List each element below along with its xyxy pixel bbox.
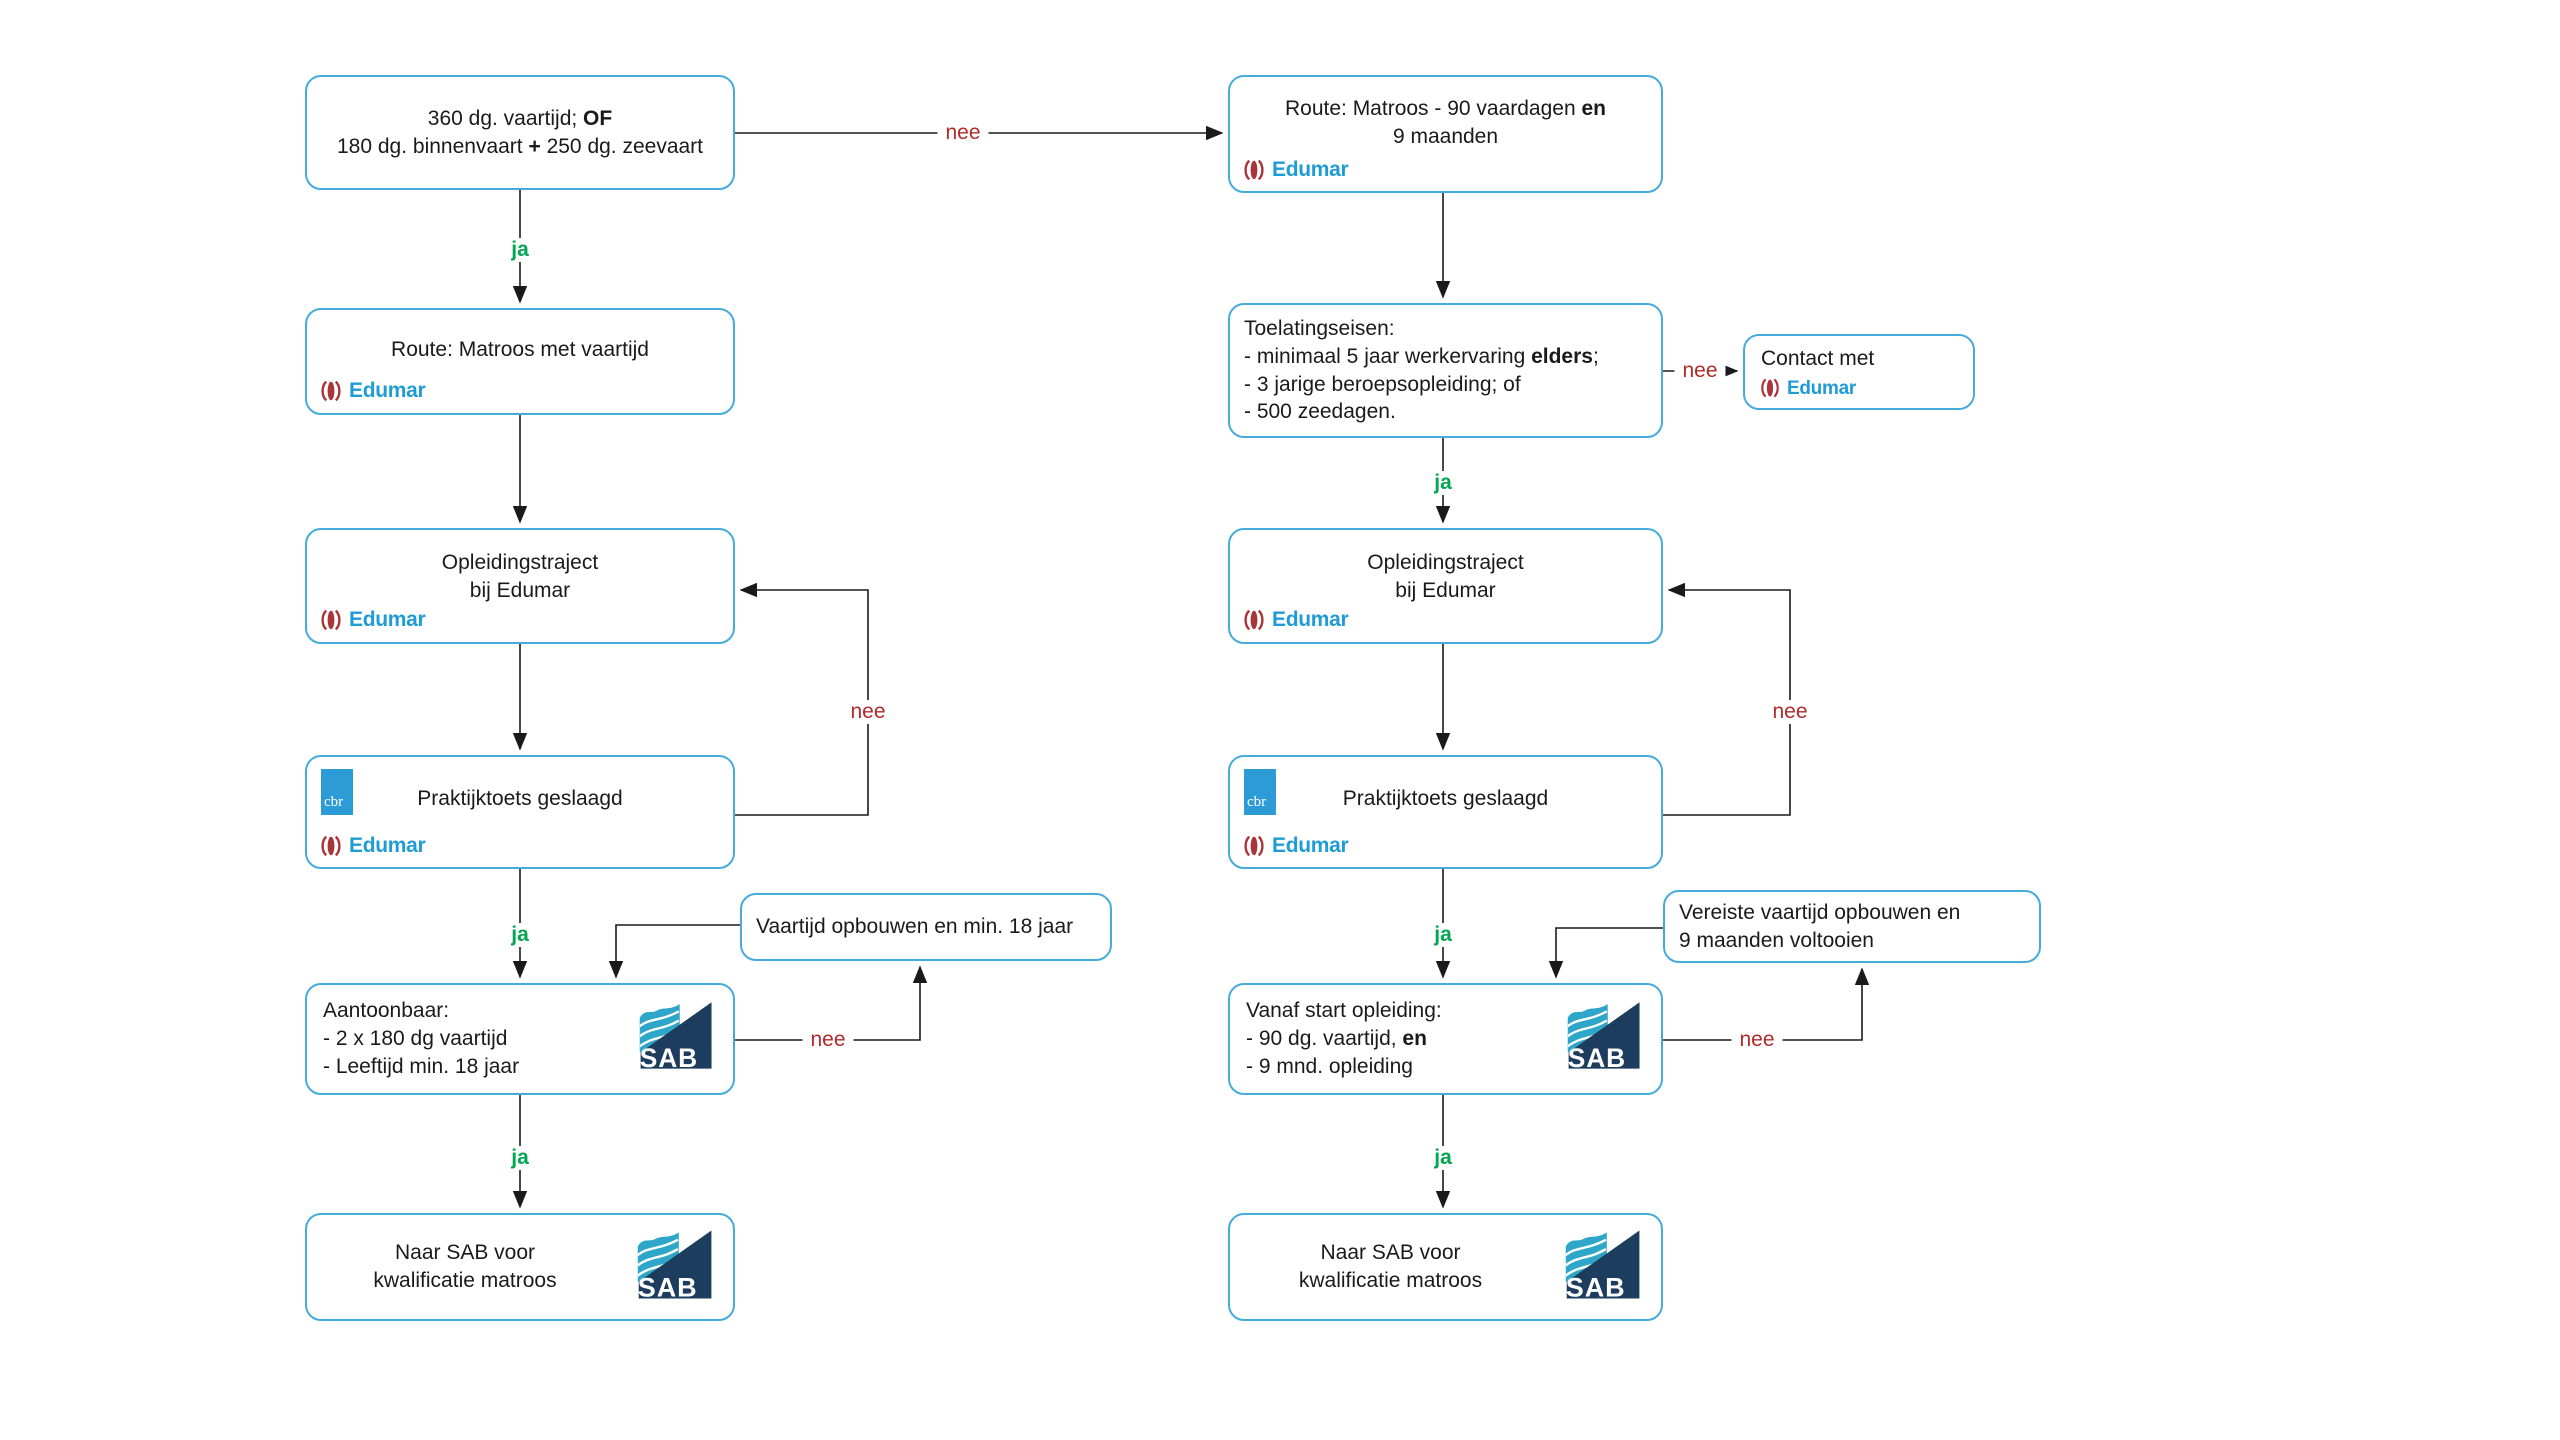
node-text-line: Toelatingseisen: — [1244, 317, 1395, 341]
node-text-line: kwalificatie matroos — [373, 1269, 557, 1292]
node-text-line: - minimaal 5 jaar werkervaring elders; — [1244, 344, 1599, 368]
node-start-requirements: 360 dg. vaartijd; OF 180 dg. binnenvaart… — [305, 75, 735, 190]
node-text-line: Aantoonbaar: — [323, 999, 450, 1023]
node-text-line: kwalificatie matroos — [1298, 1269, 1483, 1292]
svg-text:SAB: SAB — [640, 1043, 698, 1071]
edge-label-nee-sab-left: nee — [802, 1028, 854, 1052]
node-vanaf-start-opleiding: Vanaf start opleiding: - 90 dg. vaartijd… — [1228, 983, 1663, 1095]
node-text-line: 180 dg. binnenvaart + 250 dg. zeevaart — [336, 134, 704, 158]
sab-logo: SAB — [1563, 1227, 1645, 1309]
edge-label-nee-top: nee — [937, 121, 989, 145]
cbr-wordmark: cbr — [1247, 794, 1267, 811]
node-text-line: Vereiste vaartijd opbouwen en — [1679, 900, 1961, 924]
edge-label-ja-final-right: ja — [1426, 1146, 1460, 1170]
node-toelatingseisen: Toelatingseisen: - minimaal 5 jaar werke… — [1228, 303, 1663, 438]
sab-logo: SAB — [635, 1227, 717, 1309]
edge-label-ja-toelating: ja — [1426, 471, 1460, 495]
node-aantoonbaar: Aantoonbaar: - 2 x 180 dg vaartijd - Lee… — [305, 983, 735, 1095]
node-text-line: bij Edumar — [1395, 579, 1496, 602]
node-opleidingstraject-left: Opleidingstraject bij Edumar Edumar — [305, 528, 735, 644]
sab-logo: SAB — [1565, 999, 1645, 1079]
edumar-icon — [321, 609, 341, 631]
edumar-icon — [1244, 835, 1264, 857]
svg-text:SAB: SAB — [1566, 1273, 1626, 1301]
node-text-line: 360 dg. vaartijd; OF — [427, 106, 613, 130]
node-contact-edumar: Contact met Edumar — [1743, 334, 1975, 410]
edumar-wordmark: Edumar — [349, 379, 426, 403]
node-text-line: - Leeftijd min. 18 jaar — [323, 1054, 520, 1078]
edge-label-ja-praktijk-left: ja — [503, 923, 537, 947]
node-naar-sab-left: Naar SAB voor kwalificatie matroos SAB — [305, 1213, 735, 1321]
node-text-line: Contact met — [1761, 347, 1875, 371]
node-vaartijd-opbouwen: Vaartijd opbouwen en min. 18 jaar — [740, 893, 1112, 961]
edumar-wordmark: Edumar — [1272, 834, 1349, 858]
node-text-line: 9 maanden — [1392, 125, 1499, 148]
edge-label-ja-final-left: ja — [503, 1146, 537, 1170]
edumar-icon — [321, 380, 341, 402]
node-text-line: - 3 jarige beroepsopleiding; of — [1244, 372, 1521, 396]
node-text-line: Route: Matroos - 90 vaardagen en — [1284, 97, 1607, 121]
cbr-logo: cbr — [321, 769, 353, 815]
node-text-line: Route: Matroos met vaartijd — [391, 337, 649, 361]
edumar-icon — [321, 835, 341, 857]
edge-label-ja-start-left: ja — [503, 238, 537, 262]
node-text-line: Praktijktoets geslaagd — [417, 787, 623, 811]
edumar-wordmark: Edumar — [349, 608, 426, 632]
sab-icon: SAB — [637, 1230, 712, 1303]
edumar-wordmark: Edumar — [349, 834, 426, 858]
node-opleidingstraject-right: Opleidingstraject bij Edumar Edumar — [1228, 528, 1663, 644]
edumar-logo: Edumar — [1242, 832, 1349, 860]
edumar-logo: Edumar — [1242, 606, 1349, 634]
node-text-line: Praktijktoets geslaagd — [1342, 787, 1549, 811]
edumar-logo: Edumar — [1759, 376, 1856, 401]
edumar-icon — [1244, 609, 1264, 631]
edge-label-nee-sab-right: nee — [1731, 1028, 1783, 1052]
node-text-line: - 500 zeedagen. — [1244, 400, 1396, 424]
edumar-icon — [1761, 379, 1779, 398]
edge-label-nee-loop-left: nee — [842, 700, 894, 724]
sab-logo: SAB — [637, 999, 717, 1079]
node-text-line: Vaartijd opbouwen en min. 18 jaar — [756, 915, 1074, 939]
edumar-wordmark: Edumar — [1272, 158, 1349, 182]
node-text-line: Opleidingstraject — [441, 551, 599, 575]
node-naar-sab-right: Naar SAB voor kwalificatie matroos SAB — [1228, 1213, 1663, 1321]
sab-icon: SAB — [639, 1002, 712, 1073]
cbr-logo: cbr — [1244, 769, 1276, 815]
sab-icon: SAB — [1565, 1230, 1640, 1303]
edumar-logo: Edumar — [319, 832, 426, 860]
node-text-line: - 2 x 180 dg vaartijd — [323, 1027, 508, 1051]
node-text-line: Vanaf start opleiding: — [1246, 999, 1442, 1023]
edumar-wordmark: Edumar — [1787, 377, 1856, 399]
edge-label-nee-contact: nee — [1674, 359, 1726, 383]
edge-label-nee-loop-right: nee — [1764, 700, 1816, 724]
node-route-matroos-vaardagen: Route: Matroos - 90 vaardagen en 9 maand… — [1228, 75, 1663, 193]
svg-text:SAB: SAB — [638, 1273, 698, 1301]
node-praktijktoets-right: Praktijktoets geslaagd cbr Edumar — [1228, 755, 1663, 869]
edumar-wordmark: Edumar — [1272, 608, 1349, 632]
node-text-line: Naar SAB voor — [394, 1241, 536, 1265]
edge-label-ja-praktijk-right: ja — [1426, 923, 1460, 947]
cbr-wordmark: cbr — [324, 794, 344, 811]
sab-icon: SAB — [1567, 1002, 1640, 1073]
edumar-logo: Edumar — [319, 377, 426, 405]
node-text-line: - 90 dg. vaartijd, en — [1246, 1027, 1427, 1051]
node-route-matroos-vaartijd: Route: Matroos met vaartijd Edumar — [305, 308, 735, 415]
node-vereiste-vaartijd: Vereiste vaartijd opbouwen en 9 maanden … — [1663, 890, 2041, 963]
node-text-line: - 9 mnd. opleiding — [1246, 1054, 1413, 1078]
edumar-logo: Edumar — [1242, 156, 1349, 184]
edumar-icon — [1244, 159, 1264, 181]
node-praktijktoets-left: Praktijktoets geslaagd cbr Edumar — [305, 755, 735, 869]
node-text-line: bij Edumar — [469, 579, 571, 602]
node-text-line: Naar SAB voor — [1320, 1241, 1461, 1265]
svg-text:SAB: SAB — [1568, 1043, 1626, 1071]
node-text-line: 9 maanden voltooien — [1679, 928, 1874, 952]
node-text-line: Opleidingstraject — [1367, 551, 1524, 575]
edumar-logo: Edumar — [319, 606, 426, 634]
